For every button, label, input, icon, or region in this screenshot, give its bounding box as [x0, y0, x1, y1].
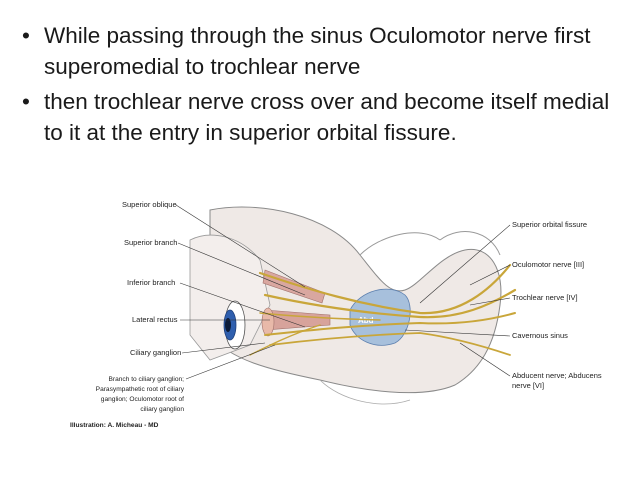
label-branch-line1: Branch to ciliary ganglion; [108, 376, 184, 383]
bullet-marker: • [22, 89, 30, 114]
bullet-item-1: • While passing through the sinus Oculom… [22, 20, 622, 82]
left-labels: Superior oblique Superior branch Inferio… [70, 200, 306, 429]
label-cavernous-sinus: Cavernous sinus [512, 331, 568, 340]
bullet-item-2: • then trochlear nerve cross over and be… [22, 86, 622, 148]
nerve-paths [249, 263, 517, 356]
right-labels: Superior orbital fissure Oculomotor nerv… [404, 220, 602, 390]
skull-outline [189, 206, 502, 405]
label-ciliary-ganglion: Ciliary ganglion [130, 348, 181, 357]
label-abducent-line2: nerve [VI] [512, 381, 544, 390]
label-branch-ciliary-block: Branch to ciliary ganglion; Parasympathe… [96, 344, 276, 413]
label-trochlear-nerve: Trochlear nerve [IV] [512, 293, 578, 302]
bullet-list: • While passing through the sinus Oculom… [22, 20, 622, 152]
label-branch-line3: ganglion; Oculomotor root of [101, 396, 184, 403]
label-superior-branch: Superior branch [124, 238, 177, 247]
label-oculomotor-nerve: Oculomotor nerve [III] [512, 260, 584, 269]
eyeball [223, 300, 246, 350]
illustration-credit: Illustration: A. Micheau - MD [70, 422, 159, 429]
bullet-text-1: While passing through the sinus Oculomot… [44, 23, 591, 79]
label-inferior-branch: Inferior branch [127, 278, 175, 287]
label-superior-oblique: Superior oblique [122, 200, 177, 209]
orbit-anatomy-illustration: Abd Superior oblique Superior branch Inf… [70, 200, 602, 429]
label-lateral-rectus: Lateral rectus [132, 315, 178, 324]
label-branch-line2: Parasympathetic root of ciliary [96, 386, 185, 393]
label-abducent-line1: Abducent nerve; Abducens [512, 371, 602, 380]
bullet-marker: • [22, 23, 30, 48]
center-label: Abd [358, 316, 374, 325]
bullet-text-2: then trochlear nerve cross over and beco… [44, 89, 610, 145]
label-branch-line4: ciliary ganglion [140, 406, 184, 413]
label-superior-orbital-fissure: Superior orbital fissure [512, 220, 587, 229]
